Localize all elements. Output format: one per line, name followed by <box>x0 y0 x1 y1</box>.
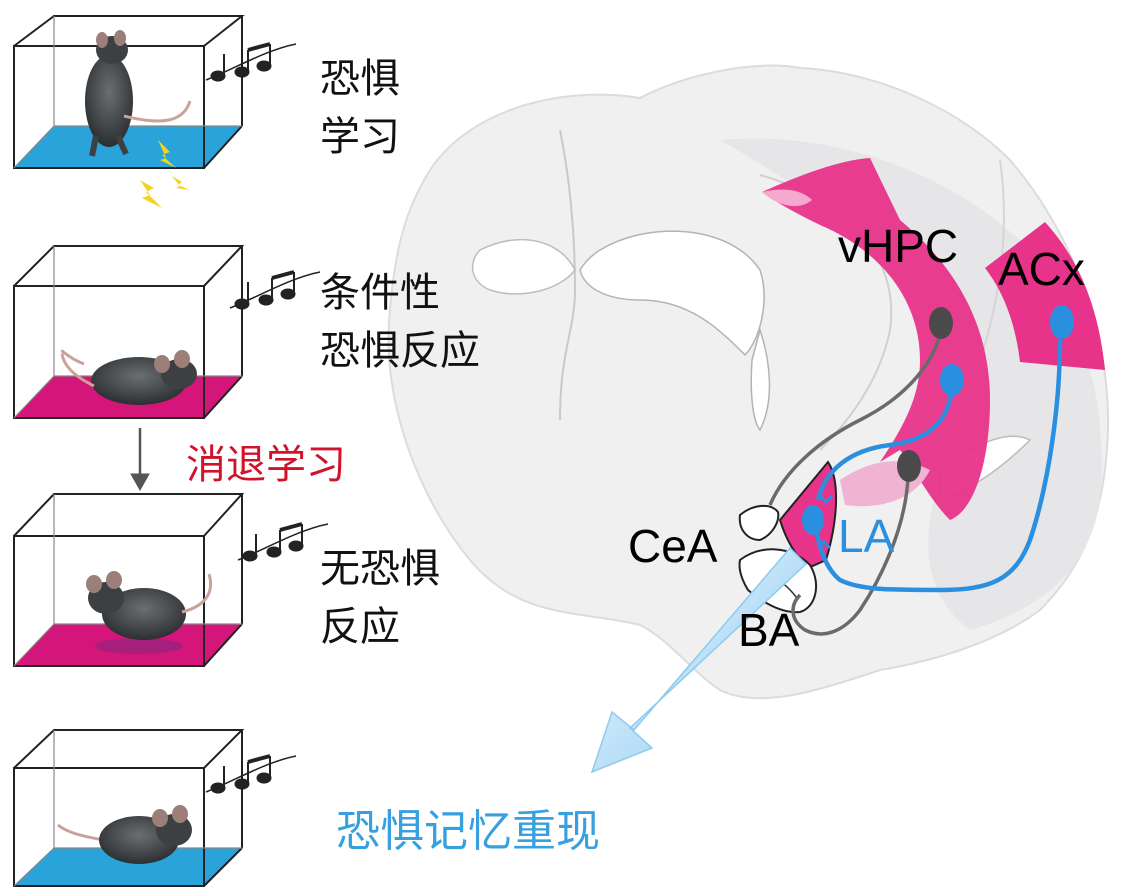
cea-region <box>738 504 780 542</box>
music-notes-icon <box>205 754 297 794</box>
mouse-icon <box>60 349 197 405</box>
label-vhpc: vHPC <box>838 220 958 272</box>
recall-arrow-icon <box>590 546 808 774</box>
box-fear-relapse <box>13 729 245 887</box>
lower-grey-neuron <box>897 450 921 482</box>
midline <box>559 129 577 421</box>
synapse-terminal-2 <box>816 539 832 550</box>
label-acx: ACx <box>998 243 1085 295</box>
box-no-fear <box>13 493 245 667</box>
vhpc-pale <box>762 189 812 207</box>
step3-line1: 无恐惧 <box>320 546 440 592</box>
la-blue-neuron <box>802 505 824 535</box>
music-notes-icon <box>205 42 297 82</box>
vhpc-neuron-1-path <box>768 334 942 506</box>
acx-region <box>985 222 1105 370</box>
step1-line1: 恐惧 <box>320 56 400 102</box>
step1-line2: 学习 <box>320 114 400 160</box>
vhpc-blue-neuron-path <box>815 384 955 501</box>
shadow <box>95 638 183 654</box>
acx-neuron-path <box>812 339 1063 593</box>
down-arrow-icon <box>130 428 150 492</box>
vhpc-neuron-2-path <box>791 477 910 636</box>
synapse-terminal-1 <box>818 494 834 505</box>
label-ba: BA <box>738 604 800 656</box>
extinction-label: 消退学习 <box>186 442 346 488</box>
vhpc-grey-neuron <box>929 307 953 339</box>
step2-line1: 条件性 <box>320 270 440 316</box>
mouse-icon <box>57 805 192 864</box>
step3-line2: 反应 <box>320 604 400 650</box>
mouse-icon <box>86 571 213 640</box>
step2-line2: 恐惧反应 <box>320 328 480 374</box>
box-floor <box>14 126 242 168</box>
lightning-icon <box>140 140 190 208</box>
vhpc-blue-neuron <box>940 364 964 396</box>
label-cea: CeA <box>628 520 718 572</box>
ventricle-lateral <box>750 327 771 432</box>
acx-blue-neuron <box>1050 305 1074 339</box>
box-fear-learning <box>13 15 245 169</box>
brain-section <box>387 64 1110 774</box>
label-la: LA <box>838 510 895 562</box>
mouse-icon <box>85 30 192 157</box>
ventricle-left <box>471 238 576 295</box>
box-floor <box>14 848 242 886</box>
recall-label: 恐惧记忆重现 <box>336 806 600 857</box>
ventricle-right <box>579 230 765 357</box>
music-notes-icon <box>229 270 321 310</box>
music-notes-icon <box>237 522 329 562</box>
box-conditioned-fear <box>13 245 245 419</box>
